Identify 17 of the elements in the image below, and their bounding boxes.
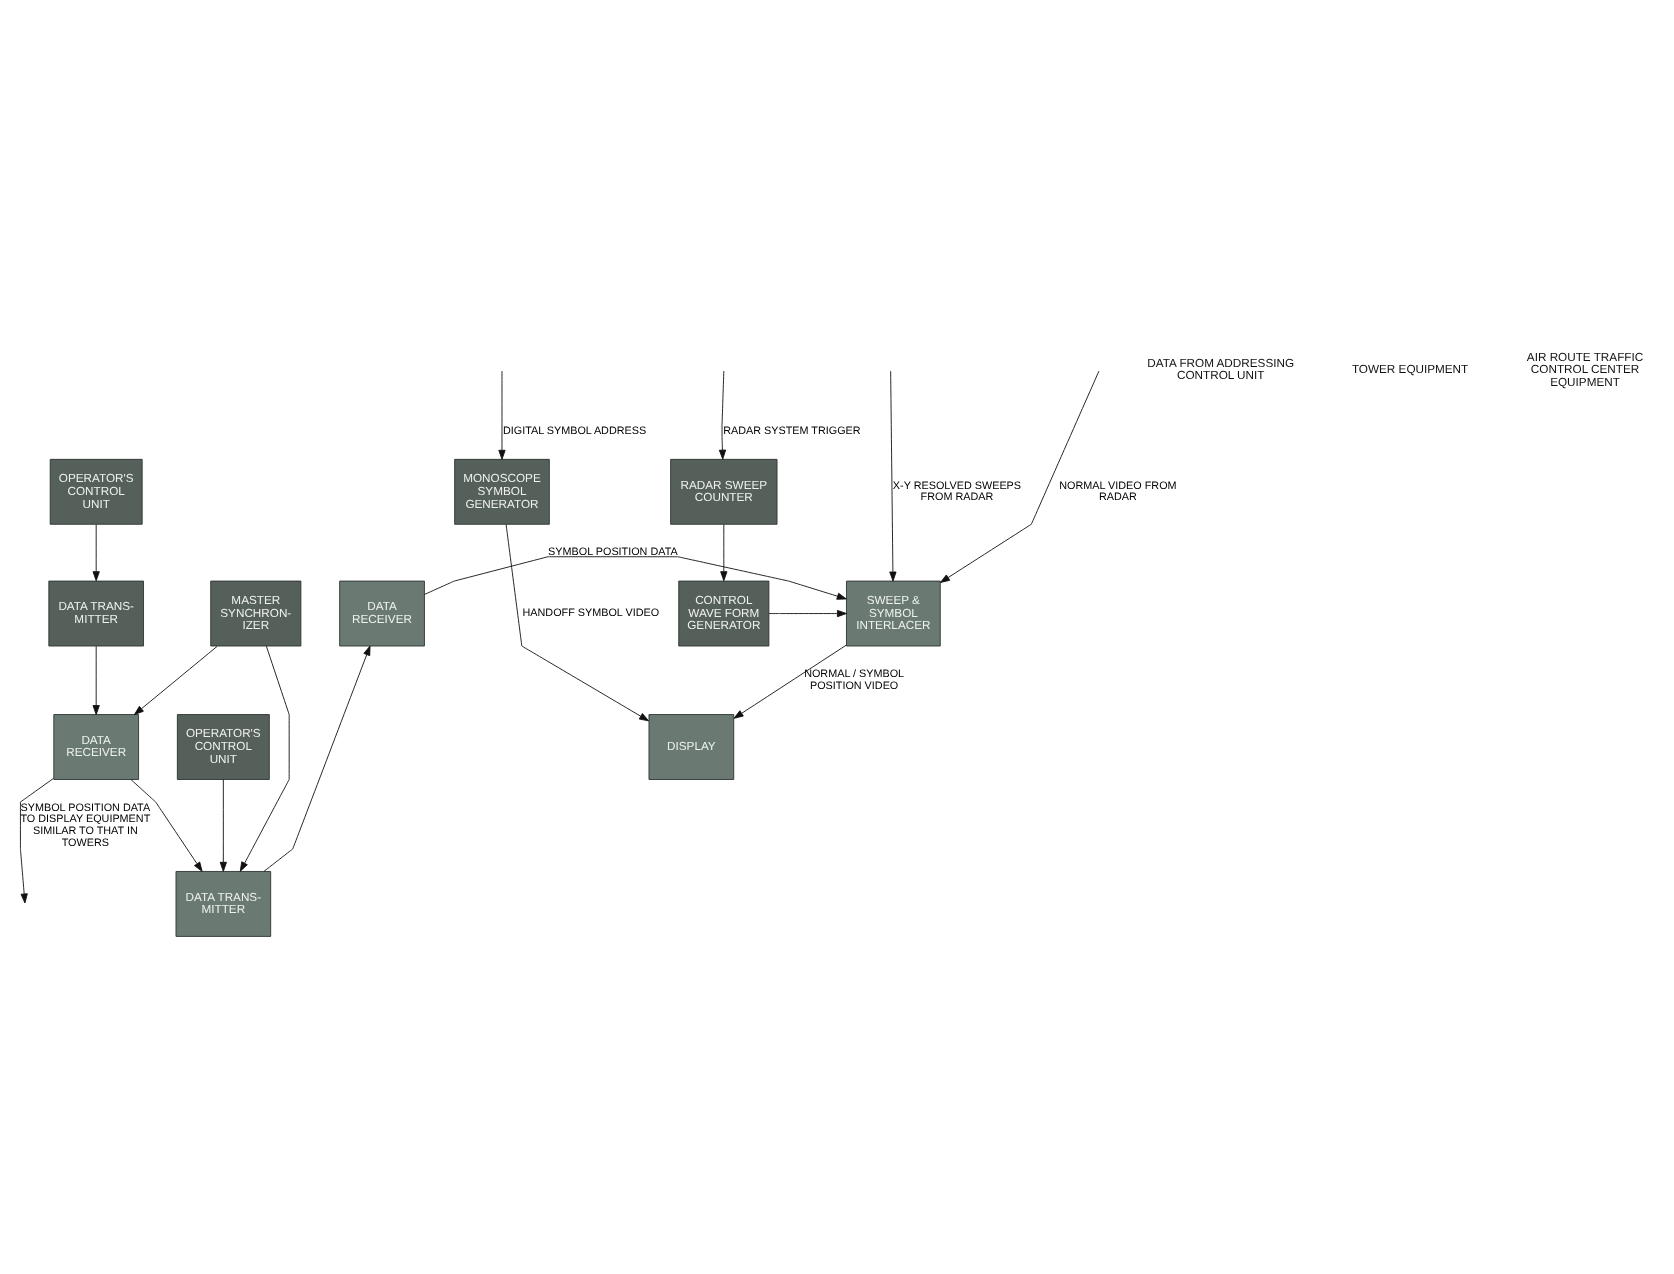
arrow	[733, 644, 847, 719]
arrow	[20, 778, 54, 904]
arrow	[505, 524, 650, 722]
arrow	[219, 779, 227, 872]
arrow	[130, 779, 203, 872]
arrow	[263, 645, 371, 872]
arrow	[424, 556, 847, 600]
arrow	[134, 645, 218, 715]
arrow	[498, 370, 506, 460]
arrow	[92, 524, 100, 582]
arrow	[940, 370, 1100, 583]
arrow	[239, 645, 290, 872]
arrow	[768, 609, 847, 618]
arrow	[720, 524, 728, 582]
arrow	[92, 645, 100, 715]
arrow	[718, 370, 727, 460]
arrow	[889, 370, 897, 582]
